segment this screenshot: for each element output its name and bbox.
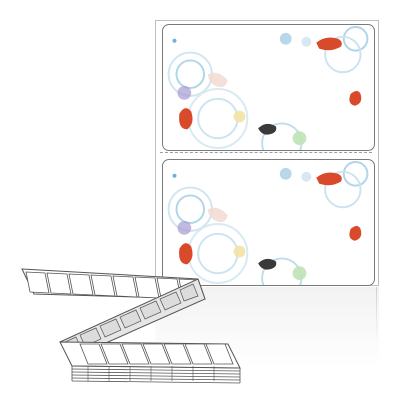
fanfold-fold-strip [59, 278, 206, 359]
koi-fish [179, 172, 362, 270]
fanfold-top-strip [21, 268, 206, 300]
label-card-1 [162, 24, 375, 151]
koi-pond-artwork [167, 160, 369, 285]
label-card-2 [162, 159, 375, 286]
perforation-line-top [160, 152, 372, 153]
sheet-reflection-edge [376, 287, 377, 347]
bubbles [172, 167, 312, 281]
fanfold-bottom-stack [59, 341, 241, 384]
bubbles [172, 32, 312, 146]
koi-fish [179, 37, 362, 135]
koi-pond-artwork [167, 25, 369, 150]
